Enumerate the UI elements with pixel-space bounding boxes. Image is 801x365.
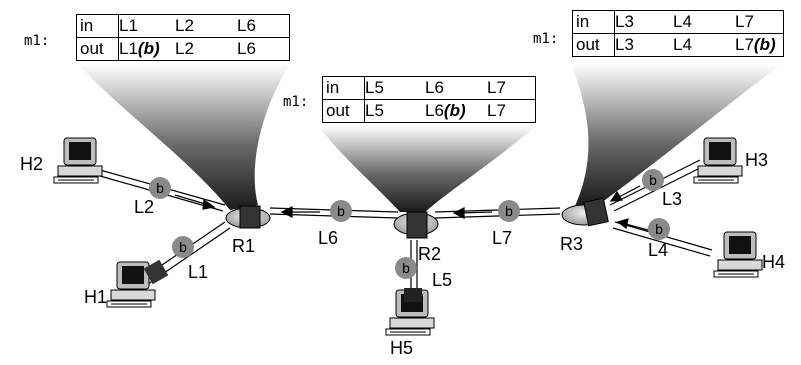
cell: L7 [735, 35, 754, 54]
link-l7 [434, 207, 561, 213]
packet-b-l2: b [149, 177, 171, 199]
cell: L6 [425, 78, 444, 97]
cell: L7 [487, 101, 506, 120]
cell: L6 [425, 101, 444, 120]
table-label-r2: m1: [283, 94, 309, 110]
packet-b-l3: b [642, 169, 664, 191]
cell: L5 [365, 101, 384, 120]
packet-label: b [337, 203, 345, 219]
text-labels: R1 R2 R3 H1 H2 H3 H4 H5 L1 L2 L3 L4 L5 L… [20, 150, 785, 358]
table-row-out: out L1(b) L2 L6 [76, 37, 290, 61]
packet-label: b [179, 239, 187, 255]
router-label-r1: R1 [232, 236, 255, 256]
link-label-l1: L1 [188, 262, 208, 282]
packet-b-l6: b [330, 200, 352, 222]
switch-box [239, 205, 261, 229]
row-label-in: in [76, 14, 119, 38]
router-r3[interactable] [561, 197, 609, 227]
cell: L7 [735, 12, 754, 31]
row-label-in: in [572, 10, 615, 34]
link-label-l4: L4 [648, 240, 668, 260]
row-label-in: in [322, 76, 365, 100]
host-label-h3: H3 [745, 150, 768, 170]
cell: L1 [119, 16, 138, 35]
cell: L4 [673, 12, 692, 31]
row-label-out: out [572, 33, 615, 57]
table-row-out: out L5 L6(b) L7 [322, 99, 536, 123]
link-label-l5: L5 [432, 270, 452, 290]
link-label-l7: L7 [492, 228, 512, 248]
row-label-out: out [322, 99, 365, 123]
host-h3-computer[interactable] [693, 137, 743, 184]
cell: L2 [175, 16, 194, 35]
host-h4-computer[interactable] [713, 231, 763, 278]
router-label-r3: R3 [560, 234, 583, 254]
r3-table-cone [571, 64, 782, 206]
packet-label: b [402, 260, 410, 276]
cell: L2 [175, 39, 194, 58]
link-label-l2: L2 [134, 197, 154, 217]
cell: L6 [237, 39, 256, 58]
cell: L5 [365, 78, 384, 97]
router-r1[interactable] [225, 205, 271, 229]
forwarding-table-r1: in L1 L2 L6 out L1(b) L2 L6 [76, 14, 290, 61]
packet-b-l7: b [498, 200, 520, 222]
cell: L3 [615, 35, 634, 54]
table-row-out: out L3 L4 L7(b) [572, 33, 784, 57]
packet-label: b [649, 172, 657, 188]
table-row-in: in L3 L4 L7 [572, 10, 784, 34]
flow-arrows [174, 185, 649, 231]
packet-box-l5 [404, 288, 422, 302]
packet-b-l1: b [172, 236, 194, 258]
host-h2-computer[interactable] [53, 137, 103, 184]
switch-box [583, 197, 609, 227]
packet-box-l1 [143, 259, 169, 285]
cell: L7 [487, 78, 506, 97]
table-row-in: in L1 L2 L6 [76, 14, 290, 38]
link-l7-b [434, 213, 561, 219]
branch-tag: (b) [137, 39, 160, 58]
packet-b-l5: b [395, 257, 417, 279]
cell: L3 [615, 12, 634, 31]
packet-label: b [156, 180, 164, 196]
router-r2[interactable] [393, 211, 439, 239]
router-label-r2: R2 [418, 244, 441, 264]
cell: L6 [237, 16, 256, 35]
host-label-h4: H4 [762, 252, 785, 272]
cell: L1 [119, 39, 138, 58]
r2-table-cone [318, 126, 536, 212]
packet-b-l4: b [648, 218, 670, 240]
host-label-h5: H5 [390, 338, 413, 358]
table-row-in: in L5 L6 L7 [322, 76, 536, 100]
host-label-h2: H2 [20, 154, 43, 174]
row-label-out: out [76, 37, 119, 61]
switch-box [406, 211, 428, 239]
table-label-r3: m1: [533, 31, 559, 47]
r1-table-cone [78, 64, 290, 210]
table-label-r1: m1: [24, 33, 50, 49]
host-label-h1: H1 [84, 287, 107, 307]
forwarding-table-r3: in L3 L4 L7 out L3 L4 L7(b) [572, 10, 784, 57]
branch-tag: (b) [443, 101, 466, 120]
link-label-l6: L6 [318, 228, 338, 248]
cell: L4 [673, 35, 692, 54]
forwarding-table-r2: in L5 L6 L7 out L5 L6(b) L7 [322, 76, 536, 123]
packet-label: b [655, 221, 663, 237]
link-label-l3: L3 [662, 189, 682, 209]
link-l4-b [612, 227, 711, 257]
packet-label: b [505, 203, 513, 219]
packets: b b b b b b b [149, 169, 670, 279]
branch-tag: (b) [753, 35, 776, 54]
